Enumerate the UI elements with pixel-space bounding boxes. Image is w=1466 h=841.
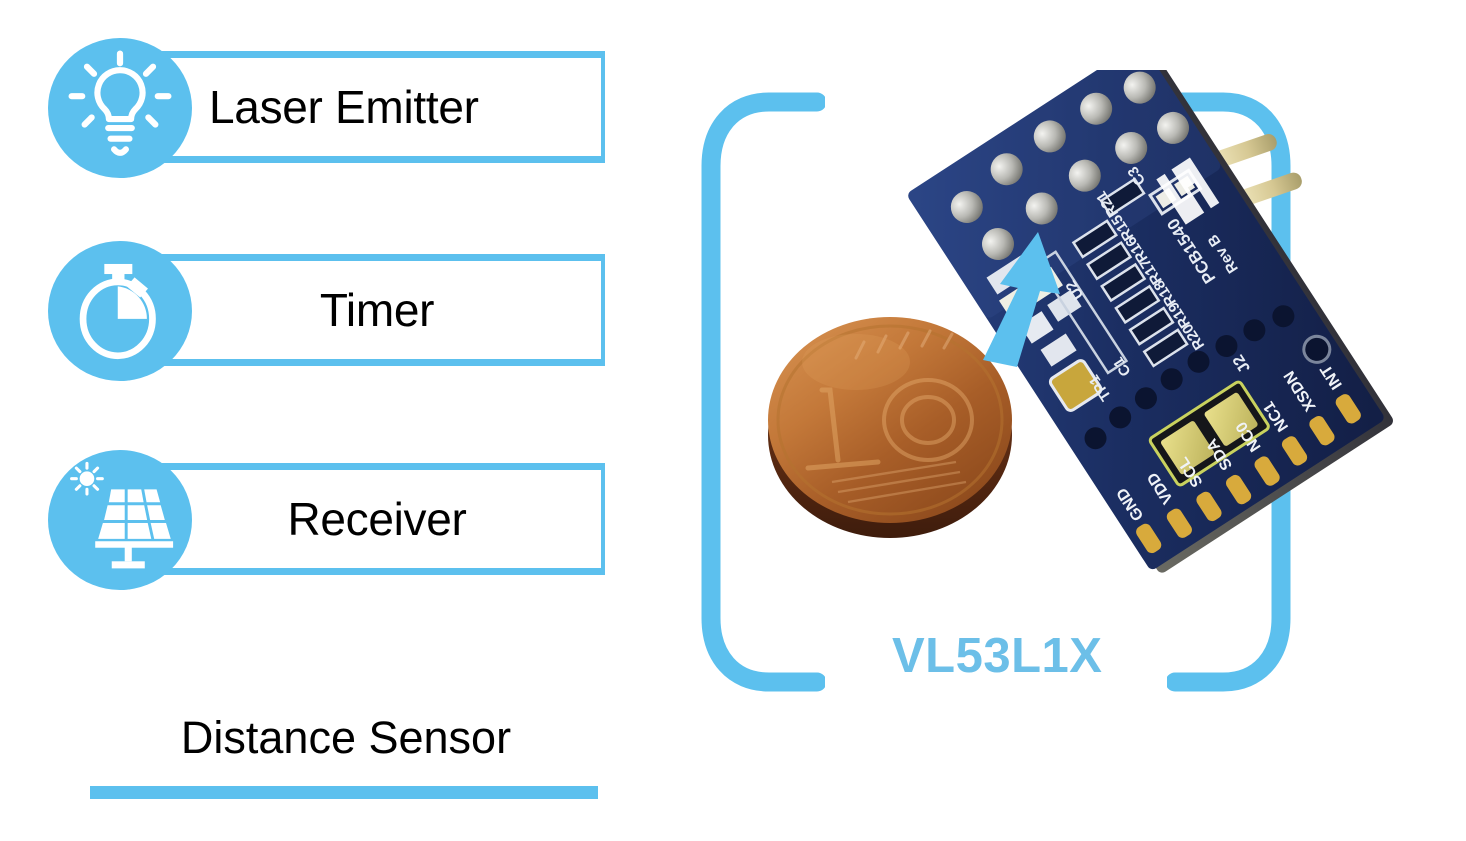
feature-label-text: Timer [319, 284, 435, 336]
vl53l1x-breakout-board: R21 R15 R16 R17 R18 R19 R20 C3 C1 U2 TP1… [908, 70, 1393, 573]
feature-label-text: Receiver [287, 493, 467, 545]
lightbulb-icon [48, 38, 192, 178]
sensor-photo-panel: R21 R15 R16 R17 R18 R19 R20 C3 C1 U2 TP1… [660, 0, 1466, 841]
solar-panel-icon [48, 450, 192, 590]
feature-row-laser-emitter[interactable]: Laser Emitter [0, 38, 620, 178]
title-underline [90, 786, 598, 799]
euro-cent-coin [768, 317, 1012, 538]
vl53l1x-sensor-module [1148, 380, 1270, 487]
page-title: Distance Sensor [180, 712, 512, 763]
feature-row-timer[interactable]: Timer [0, 241, 620, 381]
bracket-left-icon [701, 92, 825, 692]
callout-label-vl53l1x: VL53L1X [892, 629, 1103, 683]
stopwatch-icon [48, 241, 192, 381]
header-pins [1213, 134, 1302, 206]
sensor-board-photo: R21 R15 R16 R17 R18 R19 R20 C3 C1 U2 TP1… [768, 70, 1393, 573]
through-holes [1084, 305, 1295, 450]
feature-label-box: Laser Emitter [150, 51, 605, 163]
feature-label-box: Receiver [150, 463, 605, 575]
feature-label-box: Timer [150, 254, 605, 366]
st-logo [1156, 157, 1220, 225]
feature-label-text: Laser Emitter [209, 81, 479, 133]
callout-arrow-icon [983, 232, 1060, 367]
feature-row-receiver[interactable]: Receiver [0, 450, 620, 590]
edge-pads [1136, 394, 1361, 554]
solder-pads [950, 71, 1190, 260]
